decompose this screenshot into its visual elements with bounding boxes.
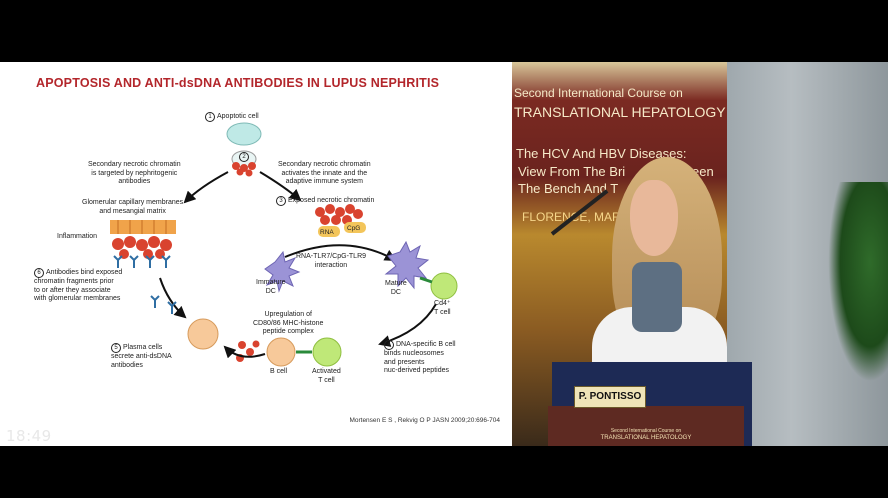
b-cell	[266, 337, 296, 367]
immature-dc	[264, 250, 301, 293]
label-tlr: RNA-TLR7/CpG-TLR9 interaction	[296, 253, 367, 269]
bcell-chromatin	[236, 340, 260, 362]
label-glomerular: Glomerular capillary membranes and mesan…	[82, 199, 184, 215]
nameplate: P. PONTISSO	[574, 386, 646, 408]
label-upregulation: Upregulation of CD80/86 MHC-histone pept…	[253, 311, 324, 335]
slide-title: APOPTOSIS AND ANTI-dsDNA ANTIBODIES IN L…	[36, 76, 440, 90]
apoptotic-cell	[226, 122, 262, 146]
label-b-cell: B cell	[270, 368, 288, 375]
label-left-top: Secondary necrotic chromatin is targeted…	[88, 161, 181, 185]
cycle-diagram	[110, 122, 458, 367]
label-cpg: CpG	[347, 225, 361, 232]
antibodies-left	[113, 255, 171, 268]
speaker-face	[630, 180, 678, 256]
label-inflammation: Inflammation	[57, 233, 98, 240]
podium-banner: Second International Course on TRANSLATI…	[548, 406, 744, 446]
label-cd4: Cd4⁺ T cell	[434, 300, 451, 316]
speaker-video: Second International Course on TRANSLATI…	[512, 62, 888, 446]
activated-t-cell	[312, 337, 342, 367]
exposed-chromatin	[315, 204, 363, 225]
antibodies-free	[150, 295, 177, 314]
cd4-t-cell	[430, 272, 458, 300]
timestamp: 18:49	[6, 427, 52, 445]
video-frame: APOPTOSIS AND ANTI-dsDNA ANTIBODIES IN L…	[0, 62, 888, 446]
label-mature-dc: Mature DC	[385, 280, 407, 296]
label-right-top: Secondary necrotic chromatin activates t…	[278, 161, 371, 185]
inflammation-cluster	[112, 236, 172, 259]
label-activated-t: Activated T cell	[312, 368, 341, 384]
num-2: 2	[239, 152, 251, 162]
slide: APOPTOSIS AND ANTI-dsDNA ANTIBODIES IN L…	[0, 62, 512, 446]
label-rna: RNA	[320, 229, 334, 236]
citation: Mortensen E S , Rekvig O P JASN 2009;20:…	[349, 417, 500, 424]
plasma-cell	[187, 318, 219, 350]
plant	[828, 182, 888, 382]
speaker-scarf	[632, 262, 682, 332]
mature-dc	[384, 240, 430, 290]
glomerular-membrane	[110, 220, 176, 234]
necrotic-chromatin-top	[232, 162, 256, 177]
label-immature-dc: Immature DC	[256, 279, 286, 295]
